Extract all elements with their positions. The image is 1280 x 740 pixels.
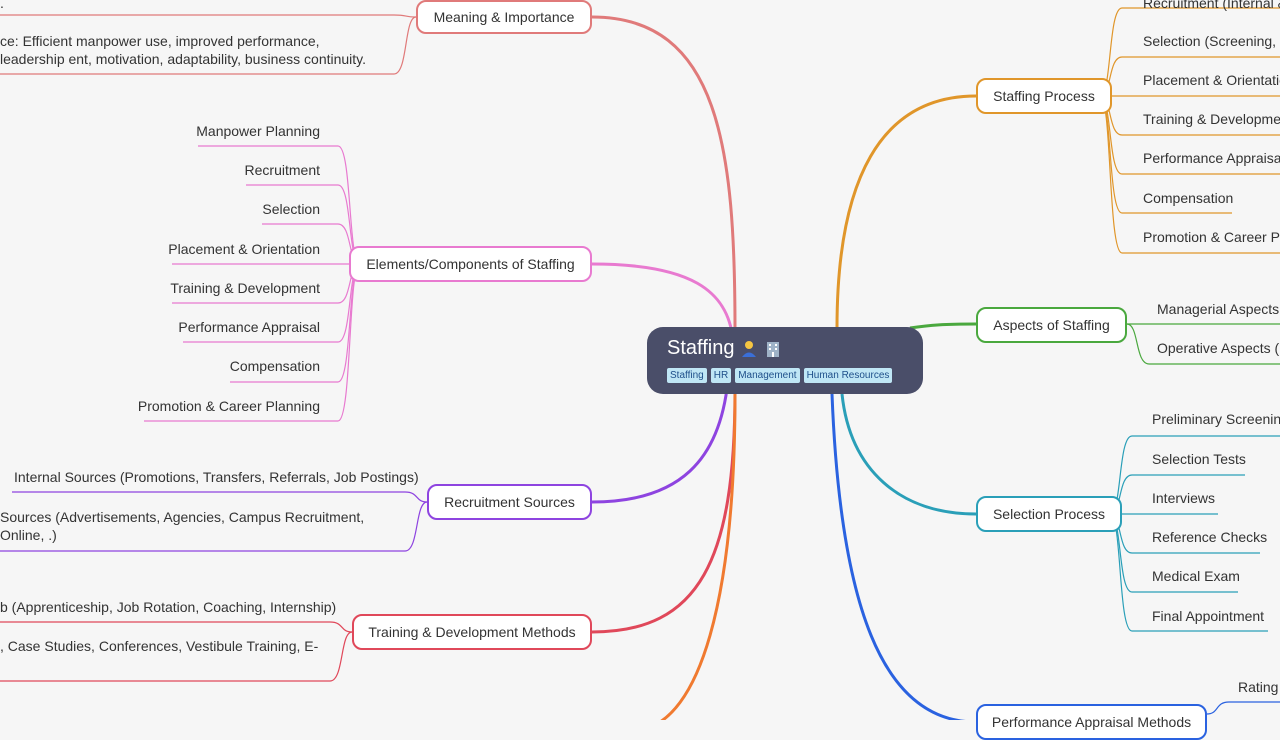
branch-elements-components[interactable]: Elements/Components of Staffing [349, 246, 592, 282]
leaf-off-the-job[interactable]: , Case Studies, Conferences, Vestibule T… [0, 638, 319, 654]
leaf-selection[interactable]: Selection [262, 201, 320, 217]
recruitment-link [0, 501, 428, 552]
leaf-external-sources[interactable]: Sources (Advertisements, Agencies, Campu… [0, 509, 365, 543]
leaf-process-selection[interactable]: Selection (Screening, T [1143, 33, 1280, 49]
trunk-elements [591, 262, 735, 341]
tag[interactable]: HR [710, 368, 732, 383]
leaf-manpower-planning[interactable]: Manpower Planning [196, 123, 320, 139]
aspects-link [1126, 323, 1280, 365]
trunk-training [591, 389, 737, 634]
training-link [0, 631, 353, 682]
branch-staffing-process[interactable]: Staffing Process [976, 78, 1112, 114]
branch-performance-appraisal-methods[interactable]: Performance Appraisal Methods [976, 704, 1207, 740]
recruitment-link [12, 491, 428, 503]
branch-training-methods[interactable]: Training & Development Methods [352, 614, 592, 650]
leaf-final-appointment[interactable]: Final Appointment [1152, 608, 1265, 624]
branch-selection-process[interactable]: Selection Process [976, 496, 1122, 532]
leaf-process-recruitment[interactable]: Recruitment (Internal & [1143, 0, 1280, 11]
trunk-aspects [909, 322, 977, 330]
tag[interactable]: Staffing [667, 368, 707, 383]
root-title: Staffing [667, 337, 903, 360]
person-icon [740, 340, 758, 358]
leaf-performance-appraisal[interactable]: Performance Appraisal [178, 319, 320, 335]
meaning-link [0, 14, 417, 18]
leaf-preliminary-screening[interactable]: Preliminary Screening [1152, 411, 1280, 427]
leaf-process-placement[interactable]: Placement & Orientatio [1143, 72, 1280, 88]
tag[interactable]: Management [735, 368, 800, 383]
leaf-selection-tests[interactable]: Selection Tests [1152, 451, 1246, 467]
leaf-operative-aspects[interactable]: Operative Aspects (H [1157, 340, 1280, 356]
leaf-meaning-importance[interactable]: ce: Efficient manpower use, improved per… [0, 33, 367, 67]
leaf-compensation[interactable]: Compensation [229, 358, 320, 374]
trunk-appraisal [830, 393, 968, 720]
trunk-process [835, 94, 977, 329]
leaf-meaning-definition[interactable]: . [0, 0, 4, 11]
root-node-staffing[interactable]: Staffing Staffing HR Management Human Re… [647, 327, 923, 394]
root-tags: Staffing HR Management Human Resources [667, 368, 903, 383]
leaf-reference-checks[interactable]: Reference Checks [1152, 529, 1268, 545]
leaf-recruitment[interactable]: Recruitment [244, 162, 320, 178]
appraisal-link [1206, 701, 1280, 715]
leaf-managerial-aspects[interactable]: Managerial Aspects ( [1157, 301, 1280, 317]
trunk-meaning [591, 15, 737, 331]
leaf-process-compensation[interactable]: Compensation [1143, 190, 1234, 206]
leaf-on-the-job[interactable]: b (Apprenticeship, Job Rotation, Coachin… [0, 599, 337, 615]
trunk-recruitment [591, 379, 730, 504]
leaf-medical-exam[interactable]: Medical Exam [1152, 568, 1240, 584]
meaning-link [0, 16, 417, 75]
branch-aspects-of-staffing[interactable]: Aspects of Staffing [976, 307, 1127, 343]
leaf-process-appraisal[interactable]: Performance Appraisal [1143, 150, 1280, 166]
office-building-icon [764, 340, 782, 358]
training-link [0, 621, 353, 633]
leaf-placement-orientation[interactable]: Placement & Orientation [168, 241, 320, 257]
leaf-rating[interactable]: Rating [1238, 679, 1279, 695]
leaf-internal-sources[interactable]: Internal Sources (Promotions, Transfers,… [14, 469, 419, 485]
root-title-text: Staffing [667, 337, 735, 359]
leaf-process-training[interactable]: Training & Developmen [1143, 111, 1280, 127]
leaf-interviews[interactable]: Interviews [1152, 490, 1216, 506]
leaf-promotion-career[interactable]: Promotion & Career Planning [137, 398, 320, 414]
branch-meaning-importance[interactable]: Meaning & Importance [416, 0, 592, 34]
trunk-offscreen [659, 393, 737, 720]
trunk-selection [840, 393, 977, 516]
branch-recruitment-sources[interactable]: Recruitment Sources [427, 484, 592, 520]
tag[interactable]: Human Resources [803, 368, 893, 383]
leaf-training-development[interactable]: Training & Development [170, 280, 320, 296]
leaf-process-promotion[interactable]: Promotion & Career Pla [1143, 229, 1280, 245]
